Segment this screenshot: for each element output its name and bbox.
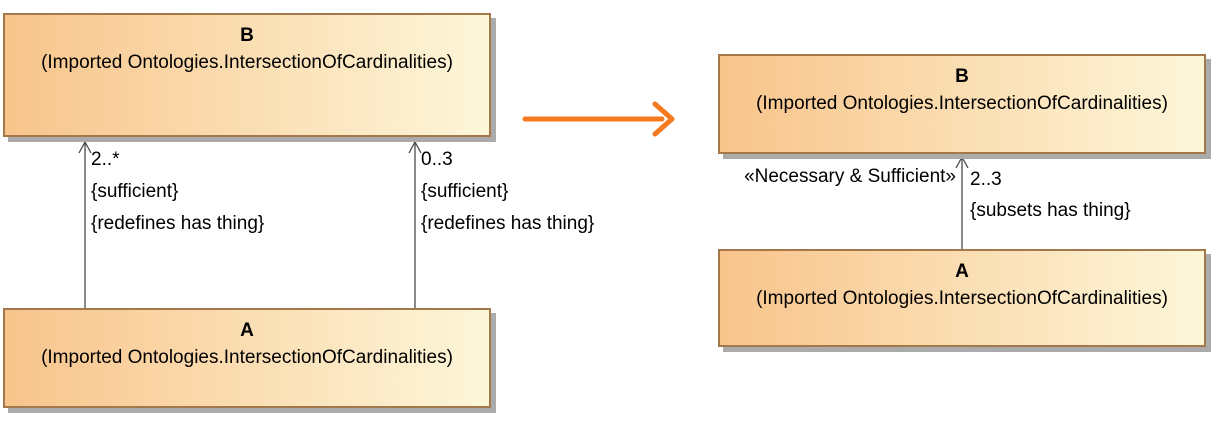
- class-name: A: [955, 261, 969, 282]
- generalization-edge-before-right: [408, 140, 422, 308]
- class-box-b-after: B (Imported Ontologies.IntersectionOfCar…: [718, 54, 1206, 154]
- open-arrowhead-icon: [408, 140, 422, 154]
- class-name: B: [240, 25, 254, 46]
- edge-labels-before-left: 2..* {sufficient} {redefines has thing}: [91, 144, 264, 240]
- stereotype-label: «Necessary & Sufficient»: [744, 166, 956, 187]
- class-package: (Imported Ontologies.IntersectionOfCardi…: [41, 347, 453, 368]
- edge-labels-before-right: 0..3 {sufficient} {redefines has thing}: [421, 144, 594, 240]
- generalization-edge-after: [955, 155, 969, 249]
- class-name: A: [240, 320, 254, 341]
- multiplicity-label: 2..*: [91, 149, 120, 170]
- constraint-label: {redefines has thing}: [421, 213, 595, 234]
- constraint-label: {subsets has thing}: [970, 200, 1131, 221]
- open-arrowhead-icon: [78, 140, 92, 154]
- class-package: (Imported Ontologies.IntersectionOfCardi…: [41, 52, 453, 73]
- class-package: (Imported Ontologies.IntersectionOfCardi…: [756, 288, 1168, 309]
- constraint-label: {sufficient}: [91, 181, 179, 202]
- class-box-a-before: A (Imported Ontologies.IntersectionOfCar…: [3, 308, 491, 408]
- open-arrowhead-icon: [955, 155, 969, 169]
- generalization-edge-before-left: [78, 140, 92, 308]
- class-name: B: [955, 66, 969, 87]
- constraint-label: {redefines has thing}: [91, 213, 265, 234]
- multiplicity-label: 2..3: [970, 169, 1002, 190]
- transformation-arrow-icon: [522, 101, 675, 137]
- edge-labels-after: 2..3 {subsets has thing}: [970, 164, 1131, 226]
- constraint-label: {sufficient}: [421, 181, 509, 202]
- class-package: (Imported Ontologies.IntersectionOfCardi…: [756, 93, 1168, 114]
- class-box-a-after: A (Imported Ontologies.IntersectionOfCar…: [718, 249, 1206, 347]
- multiplicity-label: 0..3: [421, 149, 453, 170]
- class-box-b-before: B (Imported Ontologies.IntersectionOfCar…: [3, 13, 491, 137]
